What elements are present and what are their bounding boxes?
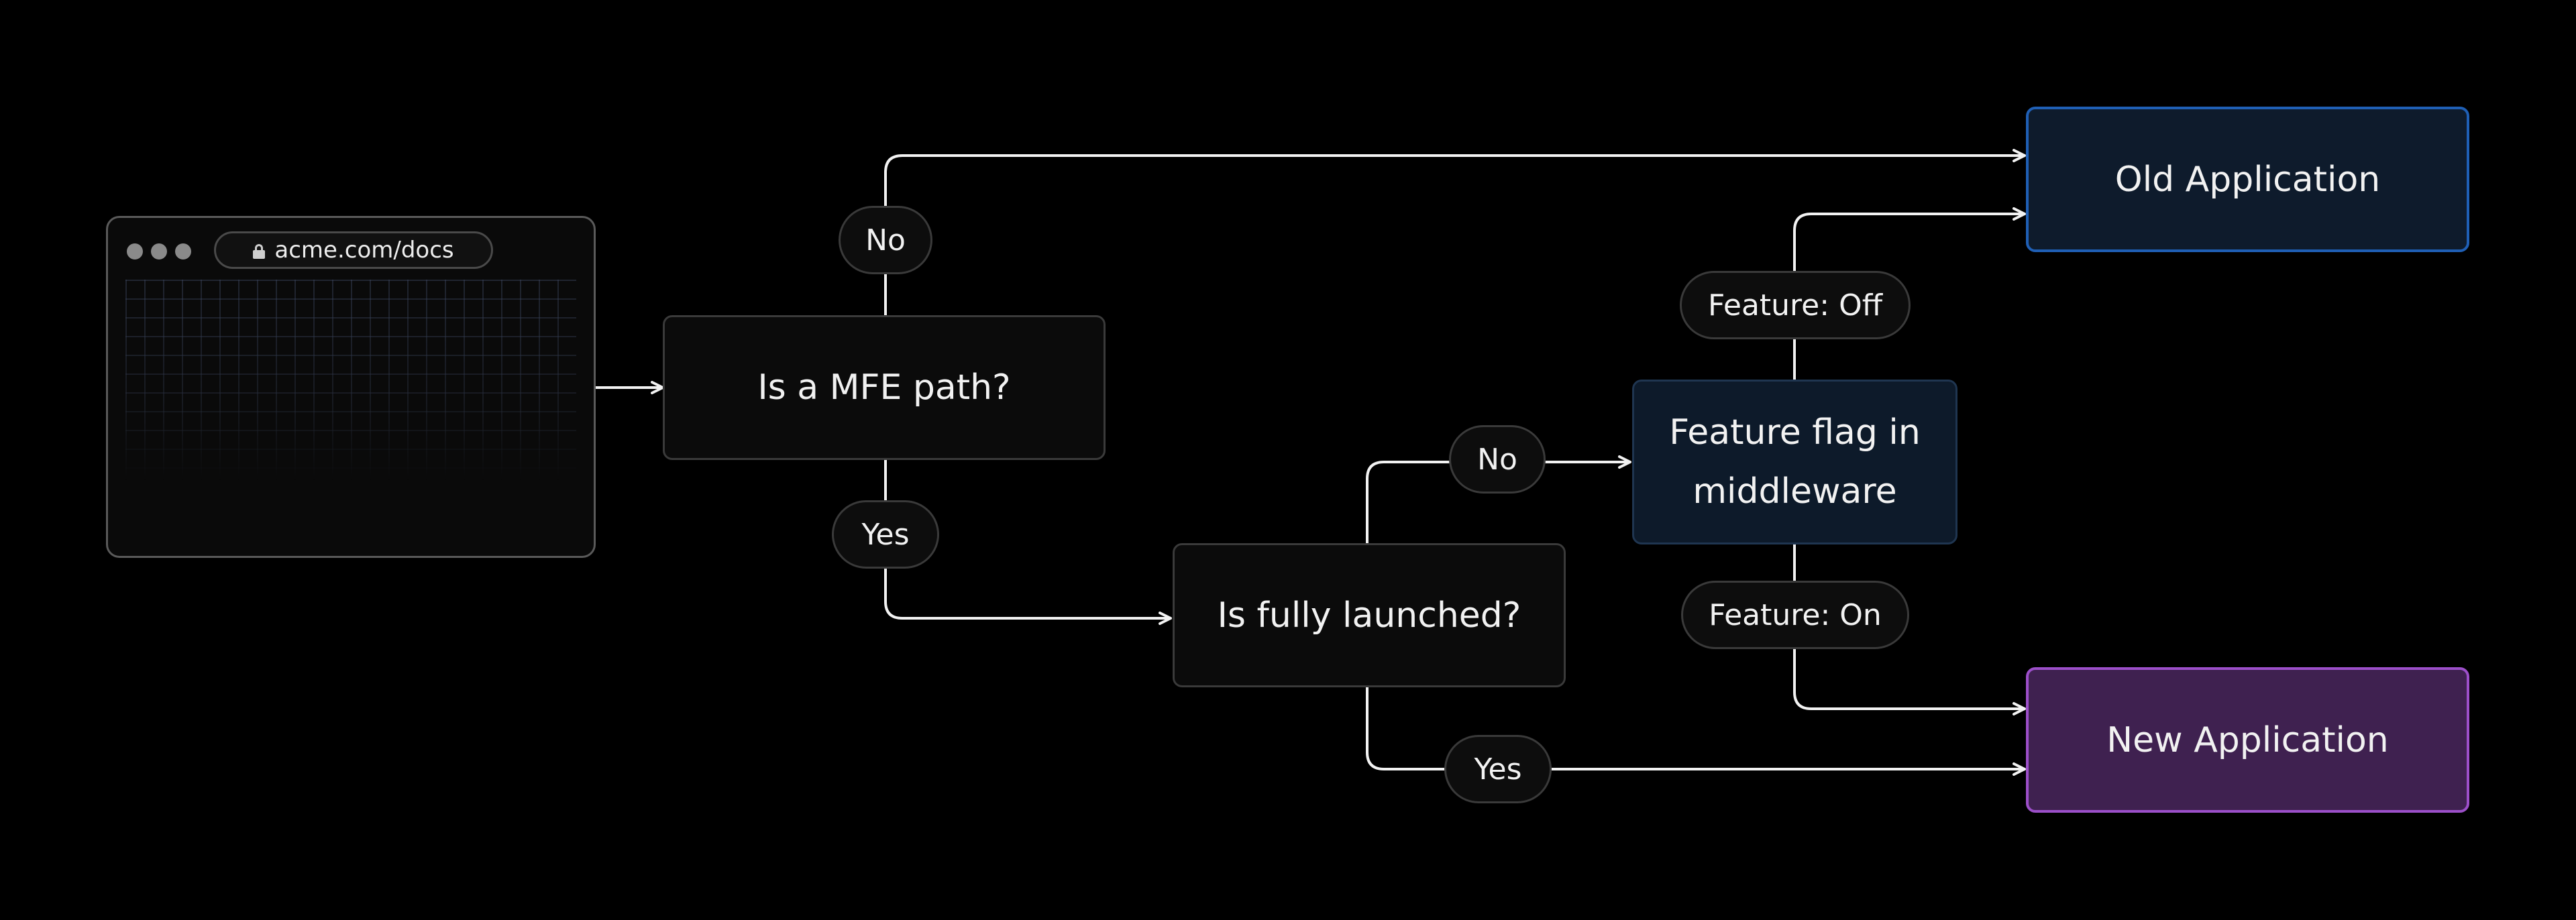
pill-text: No: [865, 223, 906, 257]
node-label: Is fully launched?: [1217, 595, 1521, 636]
node-old-application: Old Application: [2026, 107, 2469, 252]
node-label: New Application: [2106, 720, 2389, 760]
pill-text: Yes: [861, 517, 910, 552]
edge-label-mfe-yes: Yes: [832, 500, 939, 569]
pill-text: No: [1477, 442, 1517, 477]
node-is-mfe-path: Is a MFE path?: [663, 315, 1106, 460]
pill-text: Yes: [1474, 752, 1522, 787]
browser-window: acme.com/docs: [106, 216, 596, 558]
window-dot-maximize: [175, 243, 191, 260]
edge-label-feature-on: Feature: On: [1681, 581, 1909, 649]
node-label: Old Application: [2114, 159, 2381, 200]
window-dot-minimize: [151, 243, 167, 260]
node-is-fully-launched: Is fully launched?: [1173, 543, 1566, 687]
edge-launched-yes-to-new-app: [1366, 686, 2026, 769]
edge-launched-no-to-feature-flag: [1366, 462, 1631, 544]
lock-icon: [253, 244, 266, 259]
node-label: Is a MFE path?: [757, 367, 1011, 408]
url-text: acme.com/docs: [274, 237, 454, 264]
edge-label-mfe-no: No: [839, 206, 932, 274]
node-label: Feature flag in middleware: [1669, 412, 1921, 512]
edge-mfe-yes-to-launched-check: [884, 459, 1172, 618]
edge-label-feature-off: Feature: Off: [1680, 271, 1911, 339]
window-dot-close: [127, 243, 143, 260]
pill-text: Feature: On: [1709, 597, 1882, 632]
browser-page-grid: [125, 280, 576, 481]
edge-label-launched-yes: Yes: [1444, 735, 1552, 803]
edge-feature-on-to-new-app: [1793, 543, 2026, 709]
edge-label-launched-no: No: [1449, 425, 1546, 494]
url-bar[interactable]: acme.com/docs: [214, 231, 493, 269]
node-new-application: New Application: [2026, 667, 2469, 813]
edge-mfe-no-to-old-app: [884, 156, 2026, 317]
edge-feature-off-to-old-app: [1793, 214, 2026, 381]
pill-text: Feature: Off: [1707, 288, 1883, 323]
node-feature-flag: Feature flag in middleware: [1632, 380, 1957, 544]
